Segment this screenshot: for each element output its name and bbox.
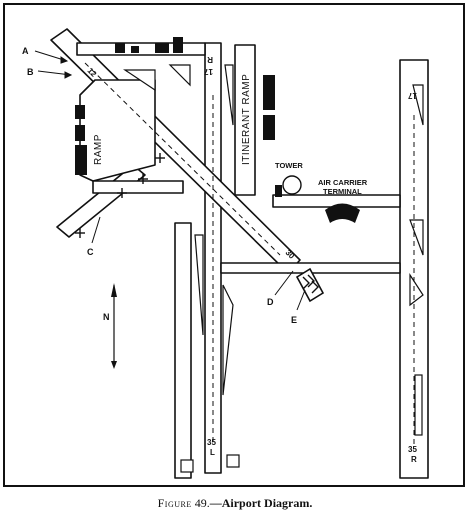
runway-35l-label: 35 (207, 438, 216, 447)
buildings (75, 37, 282, 197)
taxiway-north (76, 42, 206, 56)
taxiway-west-parallel (174, 222, 192, 479)
infield-8 (412, 84, 424, 126)
itinerant-ramp-label: ITINERANT RAMP (241, 74, 252, 165)
infield-10 (180, 459, 194, 473)
cross-marks (75, 153, 165, 238)
callout-leaders (34, 50, 306, 311)
pavement-outlines (50, 28, 429, 479)
infield-2 (168, 64, 191, 87)
runway-17r-suffix: R (207, 55, 213, 64)
terminal-label-line2: TERMINAL (323, 187, 362, 196)
itinerant-ramp (234, 44, 256, 196)
infield-1 (123, 69, 156, 92)
infield-11 (226, 454, 240, 468)
centerlines (84, 62, 415, 445)
runway-17l-label: 17 (408, 91, 417, 100)
taxiway-ramp-south (92, 180, 184, 194)
terminal-label-line1: AIR CARRIER (318, 178, 368, 187)
infield-9 (414, 374, 423, 436)
runway-35l-suffix: L (210, 448, 215, 457)
infield-7 (409, 272, 424, 307)
caption-number: 49. (194, 496, 210, 510)
figure-caption: Figure 49.—Airport Diagram. (0, 496, 470, 511)
tower-label: TOWER (275, 161, 303, 170)
infield-4 (194, 234, 204, 336)
runway-35r-suffix: R (411, 455, 417, 464)
callout-c: C (87, 247, 94, 257)
runway-17r-label: 17 (204, 67, 213, 76)
airport-diagram: A B C D E 12 30 17 R 17 35 L 35 R RAMP I… (22, 28, 429, 479)
caption-title: —Airport Diagram. (209, 496, 313, 510)
ramp-label: RAMP (93, 134, 104, 165)
infield-shapes (123, 64, 424, 473)
callout-d: D (267, 297, 274, 307)
chevron-markings (295, 267, 325, 303)
figure-frame: A B C D E 12 30 17 R 17 35 L 35 R RAMP I… (3, 3, 465, 487)
infield-5 (222, 284, 234, 396)
callout-a: A (22, 46, 29, 56)
tower-icon (282, 175, 302, 195)
north-arrow-icon (111, 283, 117, 369)
terminal-building (325, 203, 360, 223)
callout-e: E (291, 315, 297, 325)
north-label: N (103, 312, 110, 322)
caption-prefix: Figure (157, 496, 192, 510)
hangar-1 (75, 145, 87, 175)
infield-3 (224, 64, 234, 126)
infield-6 (409, 219, 424, 256)
runway-35r-label: 35 (408, 445, 417, 454)
callout-b: B (27, 67, 34, 77)
hangar-2 (263, 75, 275, 110)
